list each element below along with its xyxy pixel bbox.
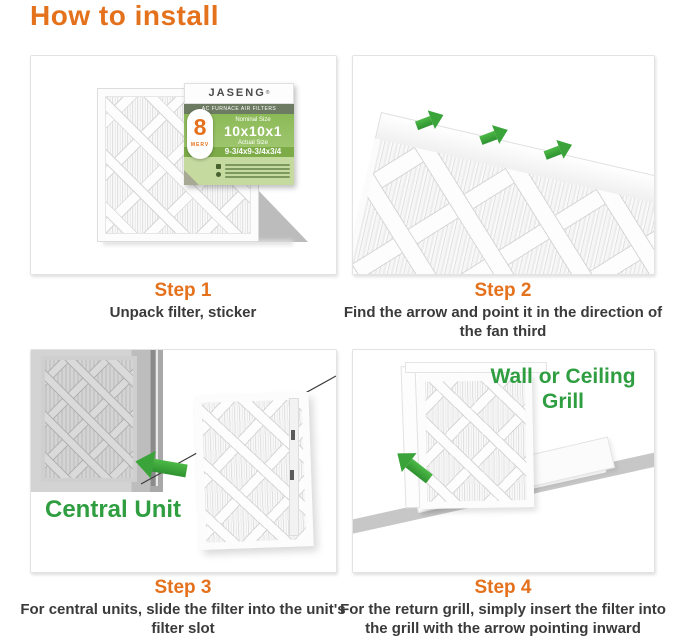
spec-text-bar [225,163,290,166]
step-text: Unpack filter, sticker [109,304,257,321]
filter-shadow-fold [258,190,308,242]
airflow-arrow-icon [413,105,448,135]
central-unit-box [31,350,163,492]
spec-circle-icon [216,172,221,178]
spec-square-icon [216,164,221,170]
filter-edge-mark [291,430,295,440]
registered-mark: ® [265,90,270,97]
step3-caption: Step 3 For central units, slide the filt… [11,577,355,639]
product-sticker: JASENG® AC FURNACE AIR FILTERS Nominal S… [184,83,294,185]
brand-name: JASENG [208,87,266,100]
central-unit-label: Central Unit [45,496,182,523]
filter-slot-highlight [156,350,158,486]
step-text: Find the arrow and point it in the direc… [343,304,663,340]
spec-text-bar [225,175,290,178]
step-text: For central units, slide the filter into… [20,601,346,637]
step1-caption: Step 1 Unpack filter, sticker [11,280,355,323]
filter-slot [151,350,155,486]
step-text: For the return grill, simply insert the … [340,601,666,637]
step1-illustration: JASENG® AC FURNACE AIR FILTERS Nominal S… [30,55,337,275]
merv-label: MERV [190,142,210,148]
step-label: Step 2 [474,280,532,301]
actual-size-label: Actual Size [237,139,268,146]
merv-rating-badge: 8 MERV [187,109,213,159]
nominal-size-value: 10x10x1 [223,122,282,139]
step-label: Step 1 [154,280,212,301]
filter-side-edge [289,398,299,536]
step-label: Step 3 [154,577,212,598]
spec-text-bar [225,167,290,170]
wall-grill-label: Wall or Ceiling Grill [490,365,636,414]
page-title: How to install [30,0,219,31]
filter-drop-shadow [103,240,293,245]
merv-number: 8 [193,114,207,140]
spec-text-bar [225,171,290,174]
step4-caption: Step 4 For the return grill, simply inse… [331,577,675,639]
step2-caption: Step 2 Find the arrow and point it in th… [331,280,675,342]
airflow-arrow-icon [477,120,512,150]
airflow-arrow-icon [541,135,576,164]
step4-illustration: Wall or Ceiling Grill [352,349,655,573]
spec-text-lines [225,163,290,178]
actual-size-value: 9-3/4x9-3/4x3/4 [184,146,294,157]
sticker-category-band: AC FURNACE AIR FILTERS [184,103,294,114]
sticker-brand-strip: JASENG® [184,83,294,104]
air-filter-angled [353,105,654,274]
nominal-size-label: Nominal Size [235,116,271,123]
spec-icon-column [216,164,221,178]
sticker-spec-icons [184,156,294,185]
step3-illustration: Central Unit [30,349,337,573]
step-label: Step 4 [474,577,532,598]
grill-frame-top [405,362,547,373]
unit-grill-face [41,356,137,482]
filter-edge-mark [290,470,294,480]
step2-illustration [352,55,655,275]
